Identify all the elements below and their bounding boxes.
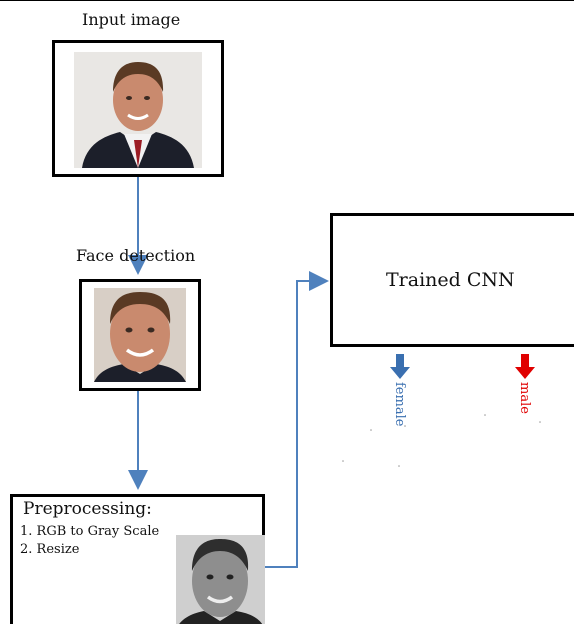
preprocessing-step-2: 2. Resize — [20, 542, 80, 557]
input-image-box — [52, 40, 224, 177]
face-detection-box — [79, 279, 201, 391]
arrow-preprocessing-to-cnn — [265, 271, 329, 568]
preprocessing-step-1: 1. RGB to Gray Scale — [20, 524, 160, 539]
input-image-label: Input image — [82, 10, 181, 29]
trained-cnn-label: Trained CNN — [386, 269, 515, 291]
preprocessing-title: Preprocessing: — [23, 499, 152, 519]
trained-cnn-box: Trained CNN — [330, 213, 574, 347]
preprocessing-box: Preprocessing: 1. RGB to Gray Scale 2. R… — [10, 494, 265, 624]
male-output-label: male — [517, 382, 532, 414]
top-border-line — [0, 0, 574, 1]
face-detection-label: Face detection — [76, 246, 196, 265]
input-face-photo — [74, 52, 202, 168]
female-output-label: female — [392, 382, 407, 427]
grayscale-face-photo — [176, 535, 265, 624]
detected-face-photo — [94, 288, 186, 382]
